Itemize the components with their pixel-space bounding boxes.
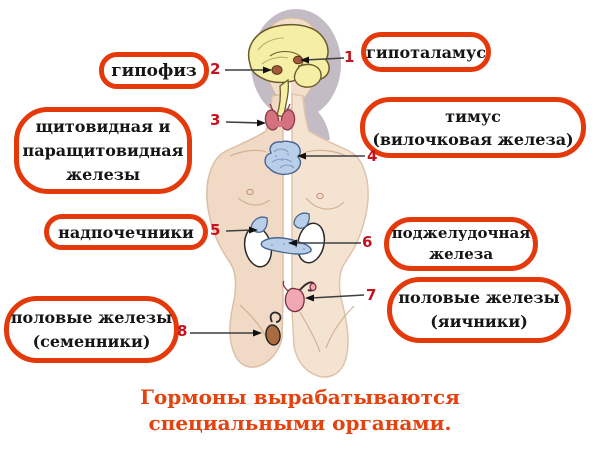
callout-arrow-8 bbox=[190, 329, 262, 337]
label-pituitary: гипофиз bbox=[99, 52, 209, 89]
label-ovaries-line2: (яичники) bbox=[430, 312, 528, 331]
slide-caption: Гормоны вырабатываются специальными орга… bbox=[115, 384, 485, 436]
ovaries-illustration bbox=[282, 280, 317, 313]
testes-illustration bbox=[265, 311, 282, 346]
pituitary-illustration bbox=[271, 65, 283, 75]
label-thyroid-line1: щитовидная и bbox=[35, 116, 171, 136]
label-pancreas-line2: железа bbox=[428, 245, 494, 263]
label-pancreas: поджелудочная железа bbox=[384, 217, 538, 271]
callout-number-1: 1 bbox=[344, 48, 355, 66]
adrenal-glands-illustration bbox=[250, 212, 310, 233]
label-hypothalamus: гипоталамус bbox=[361, 32, 491, 72]
callout-number-7: 7 bbox=[366, 286, 377, 304]
label-testes: половые железы (семенники) bbox=[4, 296, 179, 363]
callout-number-5: 5 bbox=[210, 221, 221, 239]
label-adrenals-text: надпочечники bbox=[58, 222, 194, 242]
callout-arrow-1 bbox=[300, 56, 345, 64]
callout-number-2: 2 bbox=[210, 60, 221, 78]
label-thyroid-parathyroid: щитовидная и паращитовидная железы bbox=[14, 107, 192, 194]
label-thymus: тимус (вилочковая железа) bbox=[360, 97, 586, 158]
callout-arrow-3 bbox=[225, 119, 266, 127]
caption-line2: специальными органами. bbox=[148, 411, 452, 435]
cerebellum-illustration bbox=[293, 63, 322, 88]
label-thymus-line1: тимус bbox=[445, 106, 501, 126]
label-hypothalamus-text: гипоталамус bbox=[366, 42, 486, 62]
label-pancreas-line1: поджелудочная bbox=[391, 224, 531, 242]
label-thymus-line2: (вилочковая железа) bbox=[372, 129, 574, 149]
thyroid-illustration bbox=[264, 103, 296, 131]
label-testes-line2: (семенники) bbox=[32, 331, 151, 351]
callout-arrow-5 bbox=[225, 226, 258, 234]
callout-number-3: 3 bbox=[210, 111, 221, 129]
thymus-illustration bbox=[264, 140, 302, 176]
callout-arrow-4 bbox=[297, 152, 365, 160]
pancreas-illustration bbox=[260, 237, 312, 255]
label-ovaries-line1: половые железы bbox=[398, 288, 560, 307]
caption-line1: Гормоны вырабатываются bbox=[140, 385, 460, 409]
callout-arrow-7 bbox=[305, 294, 365, 302]
label-adrenals: надпочечники bbox=[44, 214, 208, 250]
callout-arrow-2 bbox=[225, 66, 272, 74]
label-ovaries: половые железы (яичники) bbox=[387, 277, 571, 343]
callout-arrow-6 bbox=[288, 239, 361, 247]
torso-right-half-illustration bbox=[291, 93, 369, 378]
callout-number-4: 4 bbox=[367, 147, 378, 165]
label-thyroid-line3: железы bbox=[65, 164, 141, 184]
label-testes-line1: половые железы bbox=[10, 307, 173, 327]
callout-number-8: 8 bbox=[177, 322, 188, 340]
label-pituitary-text: гипофиз bbox=[111, 60, 197, 81]
body-detail-lines bbox=[229, 149, 355, 353]
brain-illustration bbox=[248, 23, 330, 118]
callout-number-6: 6 bbox=[362, 233, 373, 251]
label-thyroid-line2: паращитовидная bbox=[22, 140, 184, 160]
